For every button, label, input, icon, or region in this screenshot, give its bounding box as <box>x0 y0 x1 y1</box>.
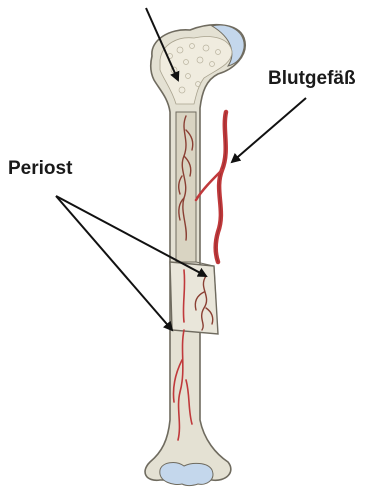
periosteum-flap <box>170 262 218 334</box>
arrow-blood-vessel <box>232 98 306 162</box>
distal-condyle-cartilage <box>160 463 213 486</box>
blood-vessel-label: Blutgefäß <box>268 68 356 90</box>
blood-vessel <box>216 112 226 262</box>
arrow-periosteum-lower <box>56 196 172 330</box>
periosteum-label: Periost <box>8 158 72 180</box>
